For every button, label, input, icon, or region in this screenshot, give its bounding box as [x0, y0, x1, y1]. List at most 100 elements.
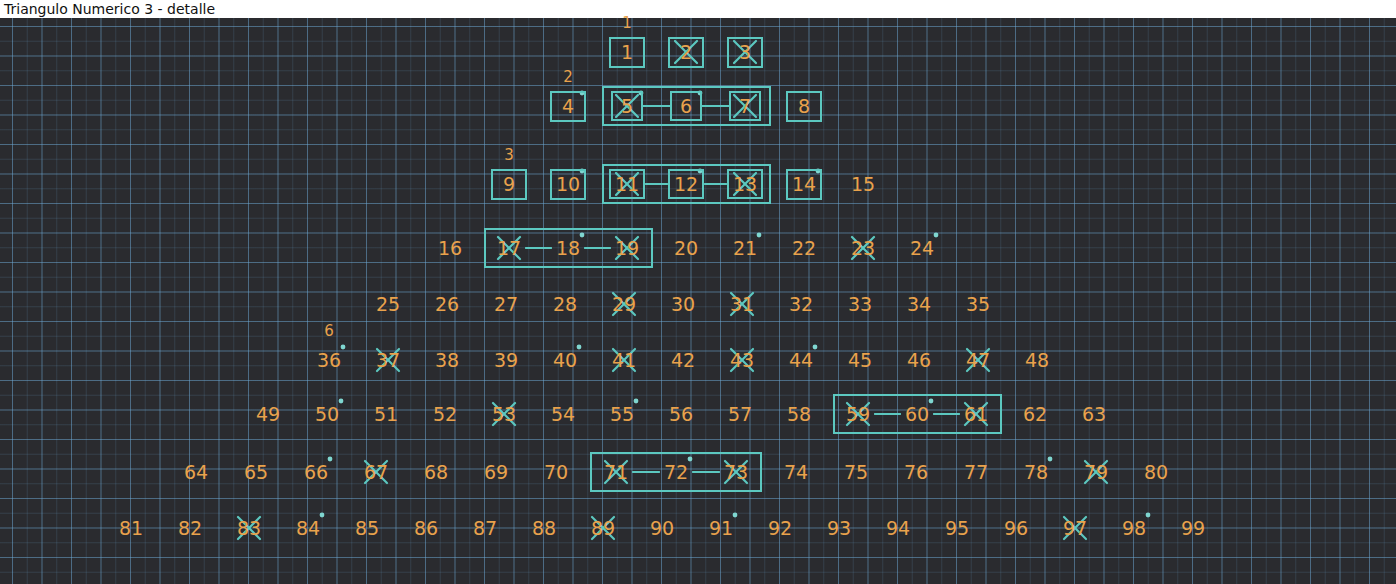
- title: Triangulo Numerico 3 - detalle: [4, 0, 215, 18]
- number: 50: [315, 403, 339, 425]
- dash-line: [874, 413, 901, 415]
- number: 21: [733, 237, 757, 259]
- number: 86: [414, 517, 438, 539]
- number: 47: [966, 349, 990, 371]
- number: 64: [184, 461, 208, 483]
- dash-line: [525, 247, 552, 249]
- number: 58: [787, 403, 811, 425]
- number: 22: [792, 237, 816, 259]
- dot-mark: [813, 345, 818, 350]
- cross-mark: [616, 95, 638, 117]
- dot-mark: [328, 457, 333, 462]
- number: 13: [733, 173, 757, 195]
- number: 42: [671, 349, 695, 371]
- number: 51: [374, 403, 398, 425]
- number: 12: [674, 173, 698, 195]
- number: 18: [556, 237, 580, 259]
- number: 44: [789, 349, 813, 371]
- chalkboard-grid: [0, 18, 1396, 584]
- dot-mark: [688, 457, 693, 462]
- number: 7: [739, 95, 751, 117]
- number: 36: [317, 349, 341, 371]
- cross-mark: [734, 41, 756, 63]
- number: 5: [621, 95, 633, 117]
- number: 46: [907, 349, 931, 371]
- connector-line: [702, 105, 729, 107]
- number: 84: [296, 517, 320, 539]
- number: 40: [553, 349, 577, 371]
- number: 54: [551, 403, 575, 425]
- number: 16: [438, 237, 462, 259]
- number: 24: [910, 237, 934, 259]
- number-box: 14: [786, 169, 822, 200]
- number: 71: [604, 461, 628, 483]
- connector-line: [645, 183, 668, 185]
- cross-mark: [675, 41, 697, 63]
- dot-mark: [320, 513, 325, 518]
- number: 2: [680, 41, 692, 63]
- number: 74: [784, 461, 808, 483]
- number: 97: [1063, 517, 1087, 539]
- number: 30: [671, 293, 695, 315]
- number: 34: [907, 293, 931, 315]
- number: 20: [674, 237, 698, 259]
- number-box: 11: [609, 169, 645, 199]
- number: 68: [424, 461, 448, 483]
- number: 15: [851, 173, 875, 195]
- number: 87: [473, 517, 497, 539]
- number-box: 5: [611, 91, 643, 121]
- number: 57: [728, 403, 752, 425]
- number: 1: [621, 41, 633, 63]
- number: 23: [851, 237, 875, 259]
- number: 61: [964, 403, 988, 425]
- number: 92: [768, 517, 792, 539]
- number: 82: [178, 517, 202, 539]
- dot-mark: [1146, 513, 1151, 518]
- number: 79: [1084, 461, 1108, 483]
- number-box: 10: [550, 169, 586, 200]
- number: 60: [905, 403, 929, 425]
- number: 85: [355, 517, 379, 539]
- number: 27: [494, 293, 518, 315]
- group-box: 596061: [833, 394, 1002, 434]
- number-box: 6: [670, 91, 702, 121]
- number: 6: [680, 95, 692, 117]
- cross-mark: [675, 41, 697, 63]
- group-box: 171819: [484, 228, 653, 268]
- number: 41: [612, 349, 636, 371]
- cross-mark: [734, 95, 756, 117]
- number: 10: [556, 173, 580, 195]
- number: 37: [376, 349, 400, 371]
- number: 55: [610, 403, 634, 425]
- number: 62: [1023, 403, 1047, 425]
- number: 70: [544, 461, 568, 483]
- number-box: 9: [491, 169, 527, 200]
- dot-mark: [341, 345, 346, 350]
- number: 81: [119, 517, 143, 539]
- number-box: 12: [668, 169, 704, 199]
- number: 73: [724, 461, 748, 483]
- dot-mark: [757, 233, 762, 238]
- dot-mark: [934, 233, 939, 238]
- number: 33: [848, 293, 872, 315]
- row-number: 1: [622, 14, 632, 32]
- number: 38: [435, 349, 459, 371]
- group-box: 11 12 13: [602, 164, 771, 204]
- number: 53: [492, 403, 516, 425]
- number: 96: [1004, 517, 1028, 539]
- dot-mark: [1048, 457, 1053, 462]
- number: 75: [844, 461, 868, 483]
- number: 32: [789, 293, 813, 315]
- number: 67: [364, 461, 388, 483]
- number: 77: [964, 461, 988, 483]
- number-box: 13: [727, 169, 763, 199]
- number: 4: [562, 95, 574, 117]
- number: 88: [532, 517, 556, 539]
- number: 29: [612, 293, 636, 315]
- number: 69: [484, 461, 508, 483]
- dash-line: [632, 471, 660, 473]
- number: 25: [376, 293, 400, 315]
- number: 99: [1181, 517, 1205, 539]
- number-box: 1: [609, 37, 645, 68]
- number: 31: [730, 293, 754, 315]
